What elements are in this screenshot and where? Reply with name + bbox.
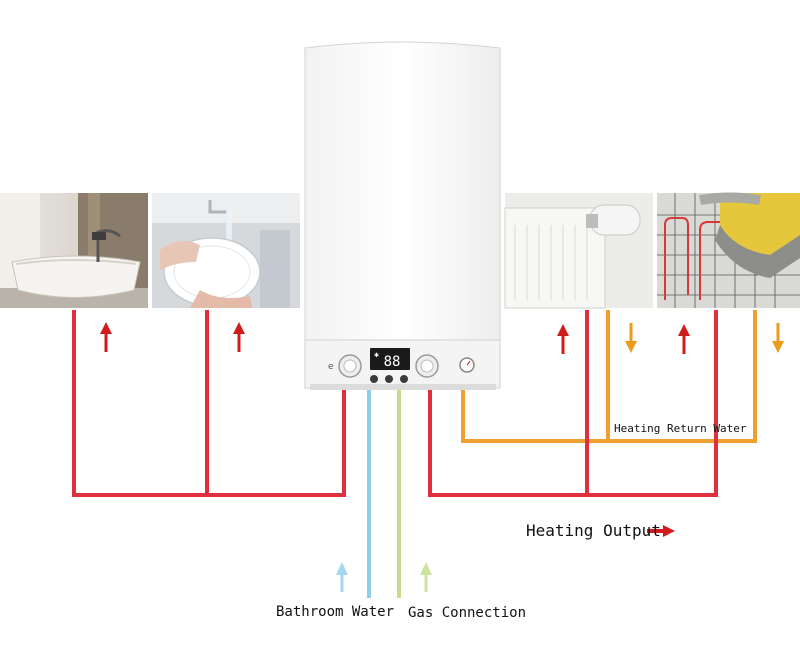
- arrow-up-red-radiator: [557, 324, 569, 354]
- control-button-2[interactable]: [385, 375, 393, 383]
- arrow-down-orange-radiator: [625, 323, 637, 353]
- boiler: e 88 ✱: [304, 41, 501, 390]
- underfloor-heating-image: [657, 192, 800, 308]
- arrow-up-red-floor: [678, 324, 690, 354]
- radiator-image: [504, 193, 653, 309]
- heating-return-water-label: Heating Return Water: [614, 422, 747, 435]
- hot-pipe-heating: [428, 310, 718, 497]
- brand-logo-mark: e: [328, 362, 334, 372]
- heating-output-label: Heating Output: [526, 521, 661, 540]
- arrow-up-blue-bathroom-water: [336, 562, 348, 592]
- display-value: 88: [384, 354, 401, 370]
- arrow-down-orange-floor: [772, 323, 784, 353]
- display-screen: [370, 348, 410, 370]
- arrow-up-red-sink: [233, 322, 245, 352]
- hot-pipe-bathroom: [72, 310, 346, 497]
- bathroom-water-label: Bathroom Water: [276, 604, 395, 620]
- arrow-up-red-bathtub: [100, 322, 112, 352]
- control-button-1[interactable]: [370, 375, 378, 383]
- arrow-up-green-gas: [420, 562, 432, 592]
- gas-connection-label: Gas Connection: [408, 605, 527, 621]
- arrow-right-red-heating-output: [647, 525, 675, 537]
- bathtub-image: [0, 193, 148, 308]
- return-pipe: [461, 310, 757, 443]
- dishwashing-image: [152, 193, 300, 308]
- svg-text:✱: ✱: [374, 352, 379, 359]
- control-button-3[interactable]: [400, 375, 408, 383]
